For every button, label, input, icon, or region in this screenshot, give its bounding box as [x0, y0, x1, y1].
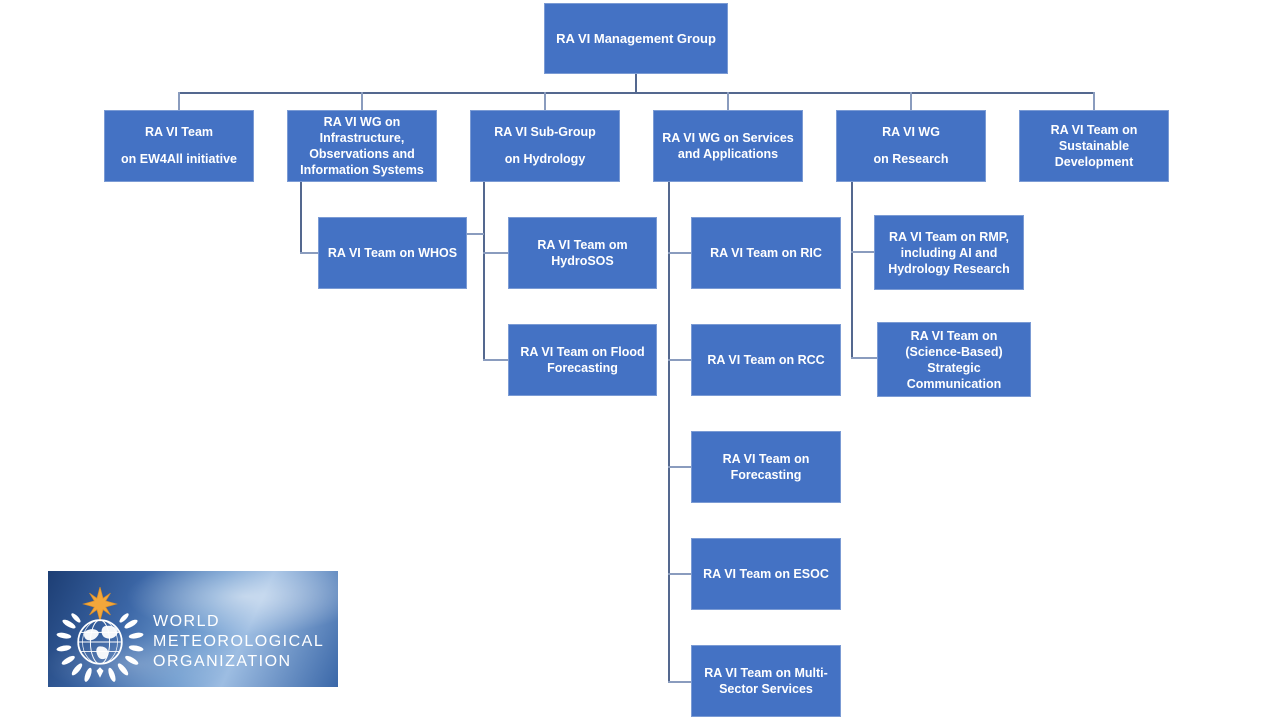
org-node-management-group[interactable]: RA VI Management Group [544, 3, 728, 74]
connector-drop [361, 92, 363, 110]
connector-elbow [668, 466, 691, 468]
connector-spine [179, 92, 1094, 94]
org-node-subgroup-hydrology[interactable]: RA VI Sub-Group on Hydrology [470, 110, 620, 182]
org-node-team-flood[interactable]: RA VI Team on Flood Forecasting [508, 324, 657, 396]
connector-elbow [851, 251, 874, 253]
connector-drop [1093, 92, 1095, 110]
connector-branch [300, 182, 302, 253]
connector-elbow [668, 252, 691, 254]
org-node-team-stratcomm[interactable]: RA VI Team on (Science-Based) Strategic … [877, 322, 1031, 397]
org-node-team-whos[interactable]: RA VI Team on WHOS [318, 217, 467, 289]
org-node-team-ew4all[interactable]: RA VI Team on EW4All initiative [104, 110, 254, 182]
org-node-team-hydrosos[interactable]: RA VI Team om HydroSOS [508, 217, 657, 289]
org-node-team-forecasting[interactable]: RA VI Team on Forecasting [691, 431, 841, 503]
wmo-emblem-icon [56, 587, 144, 682]
org-node-wg-research[interactable]: RA VI WG on Research [836, 110, 986, 182]
org-node-team-multisector[interactable]: RA VI Team on Multi- Sector Services [691, 645, 841, 717]
connector-drop [178, 92, 180, 110]
connector-branch [668, 182, 670, 682]
connector-branch [851, 182, 853, 358]
connector-elbow [851, 357, 878, 359]
connector-drop [910, 92, 912, 110]
connector-drop [727, 92, 729, 110]
org-node-team-rmp[interactable]: RA VI Team on RMP, including AI and Hydr… [874, 215, 1024, 290]
org-node-wg-services[interactable]: RA VI WG on Services and Applications [653, 110, 803, 182]
connector-elbow [668, 573, 691, 575]
connector-elbow [483, 359, 508, 361]
connector-elbow [668, 681, 691, 683]
connector-whos-link [467, 233, 484, 235]
org-node-wg-infrastructure[interactable]: RA VI WG on Infrastructure, Observations… [287, 110, 437, 182]
connector-elbow [300, 252, 318, 254]
connector-branch [483, 182, 485, 360]
org-node-team-rcc[interactable]: RA VI Team on RCC [691, 324, 841, 396]
connector-drop [544, 92, 546, 110]
connector-riser [635, 74, 637, 93]
connector-elbow [668, 359, 691, 361]
connector-elbow [483, 252, 508, 254]
org-node-team-sustainable[interactable]: RA VI Team on Sustainable Development [1019, 110, 1169, 182]
wmo-logo: WORLD METEOROLOGICAL ORGANIZATION [48, 571, 338, 687]
wmo-logo-text: WORLD METEOROLOGICAL ORGANIZATION [153, 613, 325, 670]
org-node-team-ric[interactable]: RA VI Team on RIC [691, 217, 841, 289]
org-node-team-esoc[interactable]: RA VI Team on ESOC [691, 538, 841, 610]
